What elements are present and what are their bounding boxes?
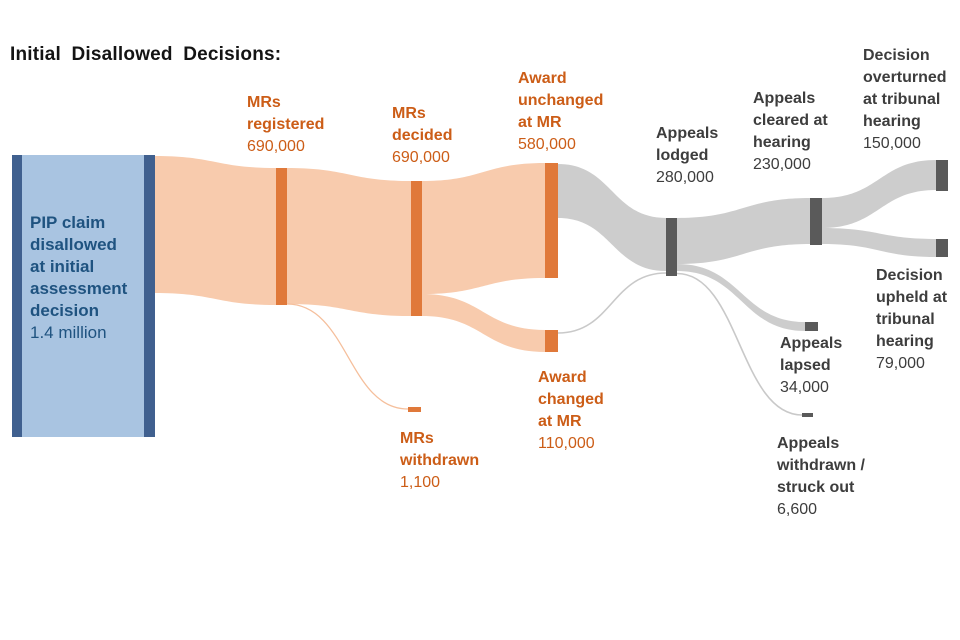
label-decision-upheld-name: Decision upheld at tribunal hearing bbox=[876, 267, 948, 350]
flow-appeals-lodged-to-appeals-cleared bbox=[677, 198, 810, 264]
node-pip-disallowed-fill bbox=[12, 155, 155, 437]
flow-pip-to-mrs-registered bbox=[155, 156, 276, 305]
label-appeals-lodged-name: Appeals lodged bbox=[656, 125, 719, 164]
label-decision-overturned: Decision overturned at tribunal hearing … bbox=[863, 45, 947, 155]
flow-mrs-registered-to-mrs-decided bbox=[287, 168, 411, 316]
label-mrs-decided-value: 690,000 bbox=[392, 149, 450, 166]
label-appeals-lapsed-name: Appeals lapsed bbox=[780, 335, 843, 374]
label-award-unchanged-value: 580,000 bbox=[518, 136, 576, 153]
flow-award-unchanged-to-appeals-lodged bbox=[558, 164, 666, 271]
node-appeals-lapsed bbox=[805, 322, 818, 331]
label-pip-disallowed: PIP claim disallowed at initial assessme… bbox=[30, 212, 127, 344]
node-award-unchanged bbox=[545, 163, 558, 278]
node-award-changed bbox=[545, 330, 558, 352]
label-appeals-withdrawn: Appeals withdrawn / struck out 6,600 bbox=[777, 433, 865, 521]
label-decision-overturned-name: Decision overturned at tribunal hearing bbox=[863, 47, 947, 130]
flow-appeals-lodged-to-appeals-lapsed bbox=[677, 264, 805, 331]
flow-appeals-cleared-to-decision-overturned bbox=[822, 160, 936, 228]
label-appeals-lodged: Appeals lodged 280,000 bbox=[656, 123, 718, 189]
label-mrs-registered: MRs registered 690,000 bbox=[247, 92, 324, 158]
label-award-changed-value: 110,000 bbox=[538, 435, 595, 452]
label-award-unchanged: Award unchanged at MR 580,000 bbox=[518, 68, 603, 156]
label-pip-disallowed-value: 1.4 million bbox=[30, 323, 107, 342]
node-appeals-cleared bbox=[810, 198, 822, 245]
page-title: Initial Disallowed Decisions: bbox=[10, 44, 282, 65]
node-decision-upheld bbox=[936, 239, 948, 257]
label-decision-overturned-value: 150,000 bbox=[863, 135, 921, 152]
label-award-changed: Award changed at MR 110,000 bbox=[538, 367, 604, 455]
label-mrs-withdrawn-value: 1,100 bbox=[400, 474, 441, 491]
label-mrs-withdrawn-name: MRs withdrawn bbox=[400, 430, 480, 469]
flow-award-changed-to-appeals-lodged bbox=[557, 272, 667, 334]
label-decision-upheld: Decision upheld at tribunal hearing 79,0… bbox=[876, 265, 947, 375]
label-mrs-withdrawn: MRs withdrawn 1,100 bbox=[400, 428, 479, 494]
flow-mrs-registered-to-mrs-withdrawn bbox=[286, 303, 409, 410]
label-appeals-cleared-name: Appeals cleared at hearing bbox=[753, 90, 828, 151]
node-appeals-lodged bbox=[666, 218, 677, 276]
flow-mrs-decided-to-award-changed bbox=[422, 294, 545, 352]
label-decision-upheld-value: 79,000 bbox=[876, 355, 925, 372]
flow-mrs-decided-to-award-unchanged bbox=[422, 163, 545, 294]
label-mrs-registered-name: MRs registered bbox=[247, 94, 325, 133]
label-award-changed-name: Award changed at MR bbox=[538, 369, 604, 430]
flow-appeals-cleared-to-decision-upheld bbox=[822, 228, 936, 257]
label-appeals-lapsed: Appeals lapsed 34,000 bbox=[780, 333, 842, 399]
label-appeals-withdrawn-name: Appeals withdrawn / struck out bbox=[777, 435, 865, 496]
label-appeals-cleared-value: 230,000 bbox=[753, 156, 811, 173]
node-decision-overturned bbox=[936, 160, 948, 191]
node-mrs-decided bbox=[411, 181, 422, 316]
node-pip-disallowed-bar-right bbox=[144, 155, 155, 437]
node-appeals-withdrawn bbox=[802, 413, 813, 417]
label-mrs-registered-value: 690,000 bbox=[247, 138, 305, 155]
node-mrs-withdrawn bbox=[408, 407, 421, 412]
label-appeals-lapsed-value: 34,000 bbox=[780, 379, 829, 396]
label-pip-disallowed-name: PIP claim disallowed at initial assessme… bbox=[30, 213, 128, 320]
label-mrs-decided-name: MRs decided bbox=[392, 105, 453, 144]
label-appeals-lodged-value: 280,000 bbox=[656, 169, 714, 186]
label-mrs-decided: MRs decided 690,000 bbox=[392, 103, 452, 169]
label-appeals-cleared: Appeals cleared at hearing 230,000 bbox=[753, 88, 828, 176]
node-pip-disallowed-bar-left bbox=[12, 155, 22, 437]
label-award-unchanged-name: Award unchanged at MR bbox=[518, 70, 604, 131]
label-appeals-withdrawn-value: 6,600 bbox=[777, 501, 818, 518]
node-mrs-registered bbox=[276, 168, 287, 305]
flow-appeals-lodged-to-appeals-withdrawn bbox=[676, 272, 803, 416]
